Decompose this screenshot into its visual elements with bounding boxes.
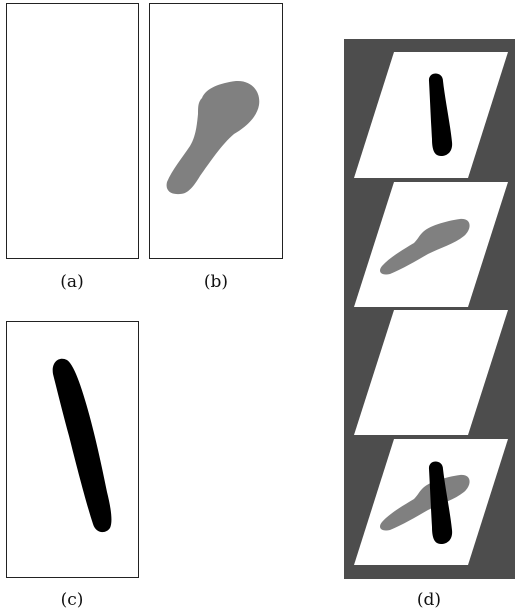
plane-4-gray-shape [379,474,470,531]
panel-d-canvas [354,52,508,565]
panel-d [344,39,515,579]
plane-4 [354,439,508,565]
caption-d: (d) [416,590,442,610]
panel-c-canvas [52,358,112,533]
plane-3 [354,310,508,435]
black-elongated-shape [52,358,112,533]
plane-2-gray-shape [379,218,470,275]
caption-c: (c) [60,590,84,610]
panel-c [6,321,139,578]
caption-b: (b) [203,272,229,292]
panel-b [149,3,283,259]
plane-2 [354,182,508,307]
panel-b-canvas [166,80,260,195]
plane-1-black-shape [428,73,453,156]
plane-4-black-shape [428,461,453,544]
gray-foot-shape [166,80,260,195]
plane-3-sheet [354,310,508,435]
panel-a [6,3,139,259]
plane-1 [354,52,508,178]
caption-a: (a) [60,272,84,292]
